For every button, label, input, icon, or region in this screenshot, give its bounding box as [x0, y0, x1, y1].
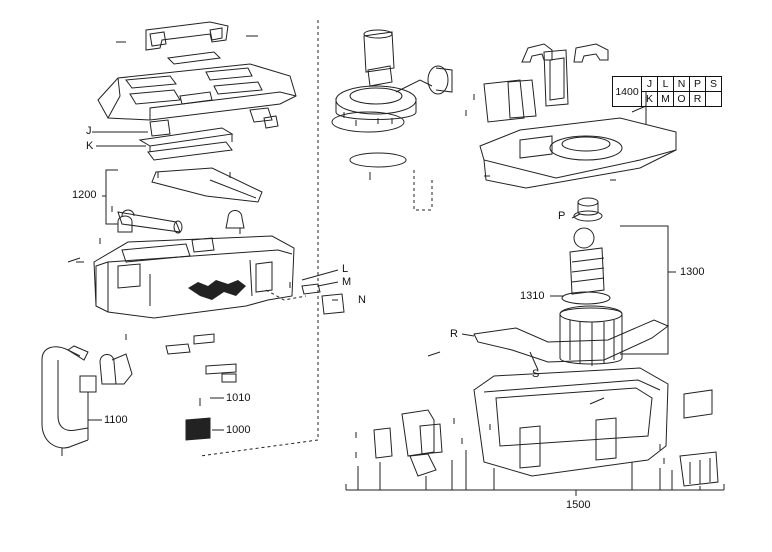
code-cell: K	[641, 91, 658, 107]
leader-lines-right	[461, 213, 581, 371]
switch-bracket-parts	[165, 333, 237, 383]
accessory-bracket-1200	[102, 167, 263, 234]
code-cell: O	[673, 91, 690, 107]
label-1500: 1500	[566, 499, 591, 511]
electronics-module-parts	[465, 49, 569, 123]
milwaukee-logo-mark	[188, 280, 246, 300]
code-cell: N	[673, 76, 690, 92]
code-cell: S	[705, 76, 722, 92]
bracket-1500	[345, 450, 725, 496]
filter-frame-part	[92, 127, 234, 161]
label-m: M	[342, 276, 352, 288]
dashed-guide-lines	[199, 20, 433, 457]
float-cage-part	[561, 197, 611, 305]
carry-handle-part	[116, 21, 258, 51]
label-1000: 1000	[226, 424, 251, 436]
motor-assembly-part	[331, 29, 453, 133]
label-n: N	[358, 294, 366, 306]
lid-latch-parts	[149, 107, 279, 137]
label-plate-part	[166, 51, 222, 65]
label-k: K	[86, 140, 94, 152]
part-code-table-1400: 1400 J L N P S K M O R	[612, 76, 722, 107]
label-1100: 1100	[104, 414, 128, 426]
leader-lines-left	[88, 269, 339, 431]
top-lid-part	[97, 63, 297, 121]
side-plate-part	[683, 389, 713, 419]
power-head-housing-part	[76, 235, 295, 319]
on-off-switch-1000	[185, 417, 211, 441]
label-1200: 1200	[72, 189, 97, 201]
dust-bag-part-r	[473, 319, 669, 363]
hatch-marks	[67, 257, 441, 357]
screw-fasteners-left	[99, 172, 241, 340]
code-cell-empty	[705, 91, 722, 107]
label-p: P	[558, 210, 566, 222]
label-1300: 1300	[680, 266, 705, 278]
upper-latch-parts	[521, 43, 609, 63]
tank-body-part	[473, 367, 669, 477]
bracket-1300	[620, 225, 669, 355]
code-table-main: 1400	[612, 76, 642, 107]
code-cell: M	[657, 91, 674, 107]
label-s: S	[532, 368, 540, 380]
label-1310: 1310	[520, 290, 545, 302]
label-1010: 1010	[226, 392, 251, 404]
base-plate-part	[479, 105, 677, 189]
code-cell: J	[641, 76, 658, 92]
tank-screws	[355, 418, 665, 464]
caster-bracket-parts	[373, 409, 719, 487]
code-cell: L	[657, 76, 674, 92]
motor-screws	[343, 112, 393, 126]
label-j: J	[86, 125, 92, 137]
code-cell: R	[689, 91, 706, 107]
clip-parts-lmn	[289, 282, 345, 315]
label-l: L	[342, 263, 349, 275]
label-r: R	[450, 328, 458, 340]
drain-hose-assembly-1100	[41, 345, 133, 456]
impeller-disc-part	[349, 152, 407, 168]
cartridge-filter-part	[559, 305, 623, 366]
code-cell: P	[689, 76, 706, 92]
